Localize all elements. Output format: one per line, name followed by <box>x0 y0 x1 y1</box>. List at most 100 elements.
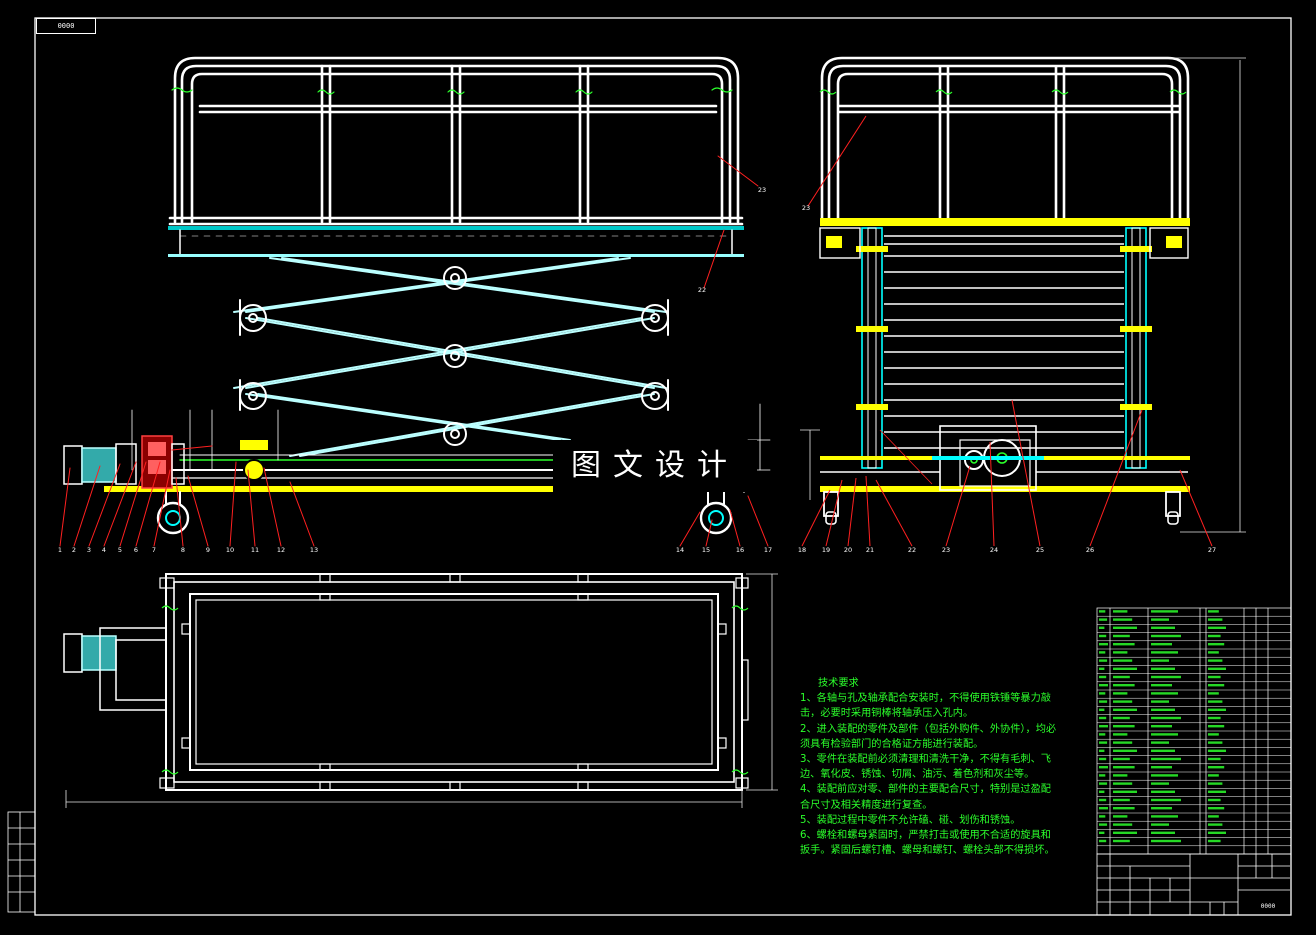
parts-list-cell-mark <box>1151 692 1178 695</box>
part-balloon-10: 10 <box>226 546 234 554</box>
parts-list-cell-mark <box>1208 766 1225 769</box>
guardrail-break-marks <box>171 87 733 95</box>
parts-list-cell-mark <box>1113 831 1137 834</box>
parts-list-cell-mark <box>1099 692 1106 695</box>
parts-list-cell-mark <box>1113 823 1133 826</box>
parts-list-cell-mark <box>1151 823 1169 826</box>
parts-list-cell-mark <box>1099 766 1108 769</box>
tech-requirement-item: 1、各轴与孔及轴承配合安装时，不得使用铁锤等暴力敲击，必要时采用铜棒将轴承压入孔… <box>800 693 1051 720</box>
scissor-pivots <box>239 266 669 446</box>
parts-list-cell-mark <box>1151 831 1175 834</box>
part-balloon-23: 23 <box>802 204 810 212</box>
part-balloon-24: 24 <box>990 546 998 554</box>
parts-list-cell-mark <box>1113 651 1128 654</box>
parts-list-cell-mark <box>1151 651 1178 654</box>
parts-list-cell-mark <box>1151 675 1181 679</box>
parts-list-cell-mark <box>1151 618 1169 621</box>
top-view-bolt-pads <box>159 573 749 791</box>
parts-list-rows <box>1097 615 1291 847</box>
parts-list-cell-mark <box>1099 839 1107 843</box>
tech-requirement-item: 4、装配前应对零、部件的主要配合尺寸，特别是过盈配合尺寸及相关精度进行复查。 <box>800 784 1051 811</box>
parts-list-cell-mark <box>1151 749 1175 752</box>
parts-list-cell-mark <box>1208 815 1219 818</box>
parts-list-cell-mark <box>1151 741 1169 744</box>
part-balloon-14: 14 <box>676 546 684 554</box>
part-balloon-4: 4 <box>102 546 106 554</box>
top-view-dims <box>65 573 778 808</box>
part-balloon-13: 13 <box>310 546 318 554</box>
parts-list-cell-mark <box>1208 634 1221 638</box>
part-balloon-19: 19 <box>822 546 830 554</box>
parts-list-cell-mark <box>1208 757 1221 761</box>
tech-requirement-item: 5、装配过程中零件不允许磕、碰、划伤和锈蚀。 <box>800 814 1021 826</box>
margin-stamp-column <box>7 811 36 913</box>
parts-list-cell-mark <box>1099 782 1108 785</box>
parts-list-cell-mark <box>1099 659 1108 662</box>
parts-list-cell-mark <box>1208 659 1223 662</box>
tech-requirement-item: 2、进入装配的零件及部件（包括外购件、外协件），均必须具有检验部门的合格证方能进… <box>800 723 1057 750</box>
scissor-arms <box>233 257 669 457</box>
side-scissor-stack <box>884 235 1124 449</box>
parts-list-cell-mark <box>1208 610 1219 613</box>
parts-list-cell-mark <box>1113 675 1130 679</box>
parts-list-cell-mark <box>1208 692 1219 695</box>
parts-list-cell-mark <box>1208 790 1226 793</box>
front-small-dims <box>131 403 771 471</box>
tech-requirement-item: 3、零件在装配前必须清理和清洗干净，不得有毛刺、飞边、氧化皮、锈蚀、切屑、油污、… <box>800 754 1051 781</box>
parts-list-cell-mark <box>1099 741 1108 744</box>
parts-list-cell-mark <box>1113 684 1135 687</box>
front-base-chassis <box>104 440 745 493</box>
parts-list-cell-mark <box>1208 643 1225 646</box>
part-balloon-21: 21 <box>866 546 874 554</box>
parts-list-cell-mark <box>1099 831 1105 834</box>
parts-list-cell-mark <box>1099 708 1105 711</box>
parts-list-cell-mark <box>1113 733 1128 736</box>
side-chassis <box>820 425 1190 525</box>
parts-list-cell-mark <box>1208 675 1221 679</box>
front-guardrail <box>168 56 744 226</box>
top-view-power-unit <box>63 627 167 711</box>
parts-list-cell-mark <box>1151 815 1178 818</box>
parts-list-cell-mark <box>1113 716 1130 720</box>
parts-list-cell-mark <box>1208 798 1221 802</box>
parts-list-cell-mark <box>1099 733 1106 736</box>
parts-list-cell-mark <box>1151 766 1172 769</box>
parts-list-cell-mark <box>1099 815 1106 818</box>
front-leader-lines <box>59 155 769 547</box>
side-leader-lines <box>801 115 1213 547</box>
side-columns <box>819 227 1189 469</box>
parts-list-cell-mark <box>1099 790 1105 793</box>
part-balloon-5: 5 <box>118 546 122 554</box>
part-balloon-23: 23 <box>942 546 950 554</box>
parts-list-cell-mark <box>1113 667 1137 670</box>
tech-requirements-title: 技术要求 <box>818 678 859 689</box>
parts-list-cell-mark <box>1113 634 1130 638</box>
parts-list-cell-mark <box>1099 725 1108 728</box>
part-balloon-25: 25 <box>1036 546 1044 554</box>
parts-list-cell-mark <box>1099 634 1107 638</box>
parts-list-cell-mark <box>1113 807 1135 810</box>
watermark-text: 图文设计 <box>553 440 757 492</box>
parts-list-cell-mark <box>1099 807 1108 810</box>
parts-list-cell-mark <box>1099 700 1108 703</box>
part-balloon-2: 2 <box>72 546 76 554</box>
side-deck <box>820 218 1190 226</box>
parts-list-cell-mark <box>1099 651 1106 654</box>
part-balloon-26: 26 <box>1086 546 1094 554</box>
tech-requirement-item: 6、螺栓和螺母紧固时，严禁打击或使用不合适的旋具和扳手。紧固后螺钉槽、螺母和螺钉… <box>800 830 1055 857</box>
parts-list-cell-mark <box>1208 774 1219 777</box>
parts-list-cell-mark <box>1151 733 1178 736</box>
parts-list-cell-mark <box>1208 749 1226 752</box>
title-block-drawing-number: 0000 <box>1261 903 1276 910</box>
parts-list-cell-mark <box>1099 675 1107 679</box>
parts-list-cell-mark <box>1113 610 1128 613</box>
part-balloon-12: 12 <box>277 546 285 554</box>
parts-list-cell-mark <box>1099 823 1108 826</box>
parts-list-cell-mark <box>1208 725 1225 728</box>
parts-list-cell-mark <box>1208 667 1226 670</box>
side-height-dim <box>800 57 1246 533</box>
